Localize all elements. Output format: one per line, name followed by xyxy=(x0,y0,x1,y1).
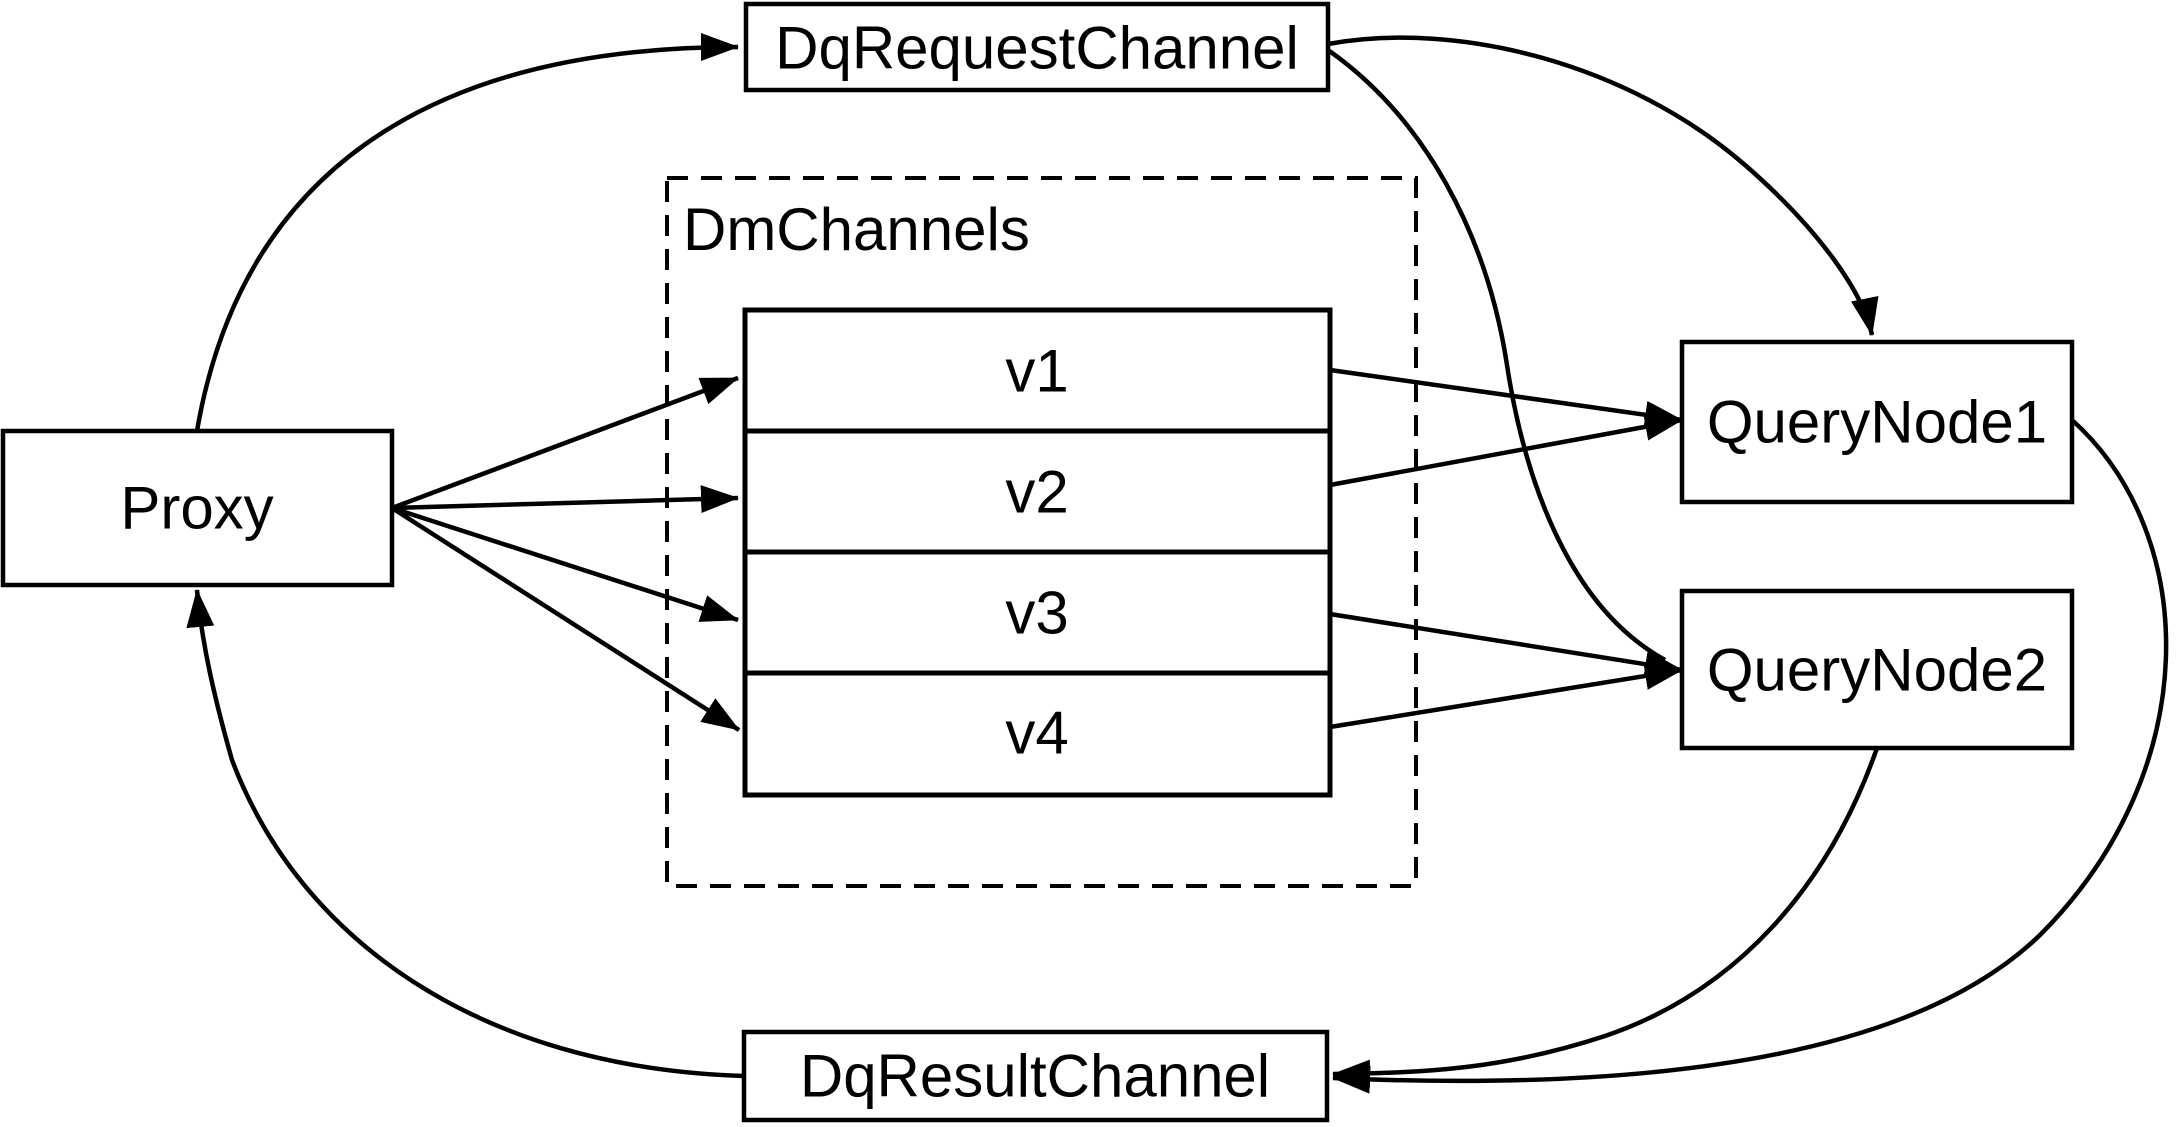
dm-channels-group-box xyxy=(665,176,1418,888)
edge-dqrequestchannel-to-querynode2 xyxy=(1326,48,1667,662)
node-dq-result-channel-label: DqResultChannel xyxy=(800,1043,1270,1110)
edge-v3-to-querynode2 xyxy=(1329,611,1683,679)
edge-proxy-to-v4 xyxy=(390,506,741,732)
edge-proxy-to-v2 xyxy=(391,485,739,514)
node-proxy xyxy=(0,428,395,588)
edge-dqresultchannel-to-proxy xyxy=(186,589,745,1079)
edge-querynode1-to-dqresultchannel xyxy=(1332,418,2169,1094)
channel-row-v2: v2 xyxy=(1005,459,1068,526)
channel-row-v3: v3 xyxy=(1005,580,1068,647)
edge-proxy-to-dqrequestchannel xyxy=(194,33,739,432)
node-dq-request-channel xyxy=(743,1,1331,93)
node-query-node-2 xyxy=(1679,588,2075,751)
dm-channels-group-label: DmChannels xyxy=(683,196,1030,263)
node-dq-request-channel-label: DqRequestChannel xyxy=(775,15,1299,82)
edge-dqrequestchannel-to-querynode1 xyxy=(1327,35,1879,336)
edge-v4-to-querynode2 xyxy=(1329,662,1683,730)
node-query-node-2-label: QueryNode2 xyxy=(1707,637,2047,704)
edge-v2-to-querynode1 xyxy=(1329,412,1683,488)
node-query-node-1-label: QueryNode1 xyxy=(1707,389,2047,456)
edge-proxy-to-v3 xyxy=(391,505,739,623)
channel-row-v1: v1 xyxy=(1005,338,1068,405)
edge-v1-to-querynode1 xyxy=(1329,367,1683,429)
edge-proxy-to-v1 xyxy=(391,375,739,511)
node-query-node-1 xyxy=(1679,339,2075,505)
node-dq-result-channel xyxy=(741,1029,1330,1123)
node-proxy-label: Proxy xyxy=(120,475,273,542)
channel-row-v4: v4 xyxy=(1005,700,1068,767)
edge-querynode2-to-dqresultchannel xyxy=(1332,747,1880,1088)
